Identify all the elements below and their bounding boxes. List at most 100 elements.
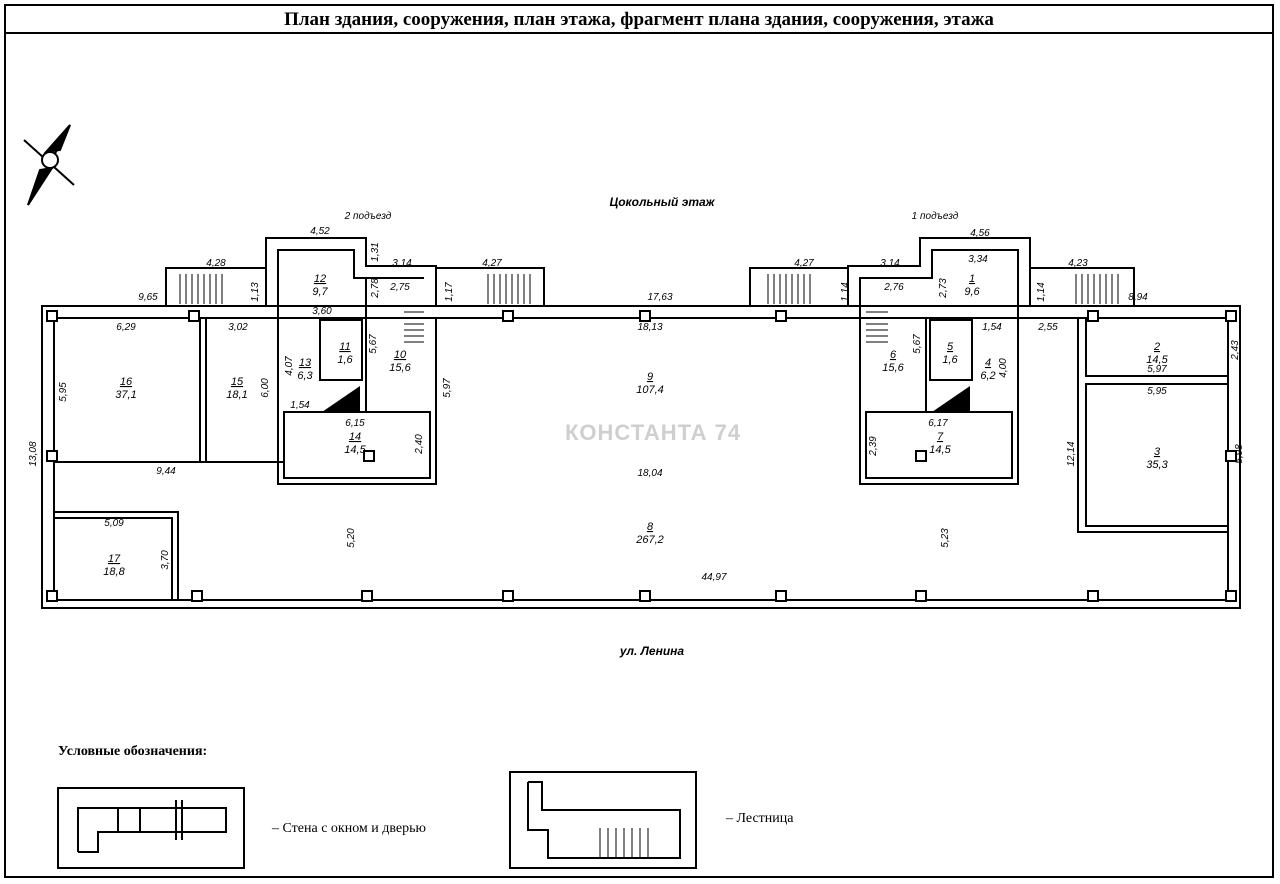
- stairs: [179, 274, 1119, 343]
- dimension-label: 3,70: [160, 550, 171, 570]
- dimension-label: 5,97: [1147, 364, 1167, 375]
- room-number-3: 3: [1154, 446, 1161, 458]
- room-number-14: 14: [349, 431, 361, 443]
- room-area-1: 9,6: [964, 286, 980, 298]
- dimension-label: 12,14: [1066, 441, 1077, 466]
- room-number-17: 17: [108, 553, 121, 565]
- room-number-10: 10: [394, 349, 407, 361]
- room-number-13: 13: [299, 357, 312, 369]
- stair-left-outer: [179, 274, 223, 304]
- dimension-label: 4,23: [1068, 258, 1088, 269]
- dimension-label: 2,73: [938, 278, 949, 299]
- dimension-label: 4,00: [998, 358, 1009, 378]
- dimension-label: 2,55: [1037, 322, 1058, 333]
- dimension-label: 1,54: [290, 400, 310, 411]
- room-area-10: 15,6: [389, 362, 411, 374]
- dimension-label: 13,08: [28, 441, 39, 466]
- floor-label: Цокольный этаж: [609, 195, 715, 209]
- dimension-label: 5,67: [912, 334, 923, 354]
- dimension-label: 5,95: [1147, 386, 1167, 397]
- dimension-label: 3,14: [392, 258, 412, 269]
- page-title: План здания, сооружения, план этажа, фра…: [6, 6, 1272, 34]
- room-area-5: 1,6: [942, 354, 958, 366]
- street-label: ул. Ленина: [619, 644, 685, 658]
- room-number-15: 15: [231, 376, 244, 388]
- room-number-7: 7: [937, 431, 944, 443]
- room-area-7: 14,5: [929, 444, 951, 456]
- room-number-2: 2: [1153, 341, 1160, 353]
- dimension-label: 2,40: [414, 434, 425, 455]
- dimension-label: 5,09: [104, 518, 124, 529]
- dimension-label: 4,27: [482, 258, 502, 269]
- room-number-5: 5: [947, 341, 954, 353]
- dimension-label: 2,78: [370, 278, 381, 299]
- dimension-label: 1,13: [250, 282, 261, 302]
- stair-core-right: [866, 311, 888, 343]
- shaft-marker-left: [322, 386, 360, 412]
- dimension-label: 3,02: [228, 322, 248, 333]
- room-number-4: 4: [985, 357, 991, 369]
- dimension-label: 6,29: [116, 322, 136, 333]
- room-number-12: 12: [314, 273, 326, 285]
- stair-core-left: [404, 311, 424, 343]
- dimension-label: 4,27: [794, 258, 814, 269]
- dimension-label: 5,97: [442, 378, 453, 398]
- dimension-label: 1,14: [840, 282, 851, 302]
- room-area-13: 6,3: [297, 370, 313, 382]
- room-area-11: 1,6: [337, 354, 353, 366]
- dimension-label: 1,54: [982, 322, 1002, 333]
- dimension-label: 6,15: [345, 418, 365, 429]
- dimension-label: 6,17: [928, 418, 948, 429]
- dimension-label: 5,67: [368, 334, 379, 354]
- plan-sheet: План здания, сооружения, план этажа, фра…: [4, 4, 1274, 878]
- shaft-marker-right: [932, 386, 970, 412]
- room-area-4: 6,2: [980, 370, 995, 382]
- room-area-17: 18,8: [103, 566, 125, 578]
- dimension-label: 2,75: [389, 282, 410, 293]
- dimension-label: 18,13: [637, 322, 662, 333]
- dimension-label: 4,28: [206, 258, 226, 269]
- dimension-label: 4,07: [284, 356, 295, 376]
- dimension-label: 2,43: [1230, 340, 1241, 361]
- dimension-label: 9,65: [138, 292, 158, 303]
- room-area-16: 37,1: [115, 389, 136, 401]
- room-number-8: 8: [647, 521, 654, 533]
- dimension-label: 5,95: [58, 382, 69, 402]
- room-number-16: 16: [120, 376, 133, 388]
- room-number-1: 1: [969, 273, 975, 285]
- interior-walls: [54, 278, 1228, 600]
- dimension-label: 44,97: [701, 572, 726, 583]
- dimension-label: 18,04: [637, 468, 662, 479]
- room-area-15: 18,1: [226, 389, 247, 401]
- legend-stair-symbol: [509, 771, 697, 869]
- dimension-label: 1,31: [370, 242, 381, 261]
- dimension-label: 1,17: [444, 282, 455, 302]
- dimension-label: 9,44: [156, 466, 176, 477]
- dimension-label: 6,00: [260, 378, 271, 398]
- legend-stair-label: – Лестница: [726, 811, 794, 826]
- dimension-label: 2,39: [868, 436, 879, 457]
- dimension-label: 2,76: [883, 282, 904, 293]
- watermark: КОНСТАНТА 74: [565, 420, 742, 445]
- dimension-label: 3,34: [968, 254, 988, 265]
- dimension-label: 5,20: [346, 528, 357, 548]
- stair-left-landing: [487, 274, 531, 304]
- room-number-9: 9: [647, 371, 653, 383]
- legend-wall-symbol: [57, 787, 245, 869]
- room-area-6: 15,6: [882, 362, 904, 374]
- dimension-label: 8,94: [1128, 292, 1148, 303]
- room-number-6: 6: [890, 349, 897, 361]
- room-area-14: 14,5: [344, 444, 366, 456]
- legend-wall-label: – Стена с окном и дверью: [272, 821, 426, 836]
- dimension-label: 5,98: [1234, 444, 1245, 464]
- columns: [46, 310, 1237, 602]
- room-area-12: 9,7: [312, 286, 328, 298]
- room-area-9: 107,4: [636, 384, 664, 396]
- dimension-label: 5,23: [940, 528, 951, 548]
- dimension-label: 4,52: [310, 226, 330, 237]
- entrance-2-label: 2 подъезд: [344, 211, 392, 222]
- dimension-label: 4,56: [970, 228, 990, 239]
- legend-title: Условные обозначения:: [58, 744, 208, 759]
- dimension-label: 3,60: [312, 306, 332, 317]
